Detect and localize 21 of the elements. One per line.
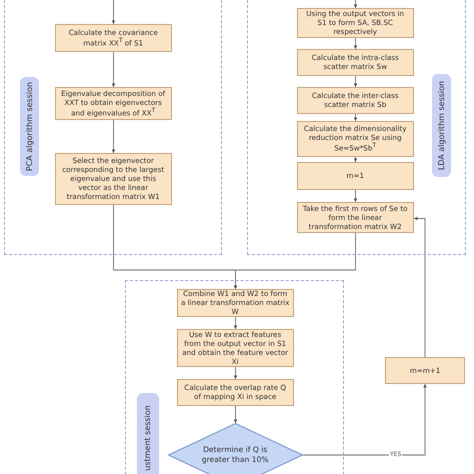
arrow xyxy=(234,366,238,380)
arrow xyxy=(354,76,358,88)
arrow xyxy=(354,0,358,8)
arrow xyxy=(112,0,116,24)
dashed-region xyxy=(247,0,466,255)
arrow xyxy=(234,232,356,290)
arrow xyxy=(354,38,358,50)
section-label: PCA algorithm session xyxy=(20,77,39,176)
arrow xyxy=(414,216,426,358)
arrow xyxy=(354,114,358,122)
arrow xyxy=(112,52,116,88)
dashed-region xyxy=(4,0,222,255)
arrow xyxy=(234,316,238,330)
arrow xyxy=(112,120,116,154)
dashed-region xyxy=(125,280,344,474)
section-label: ustment session xyxy=(137,393,159,474)
section-label: LDA algorithm session xyxy=(432,74,451,177)
arrow xyxy=(302,384,427,456)
arrow xyxy=(354,156,358,162)
arrow xyxy=(354,190,358,202)
arrow xyxy=(234,406,238,424)
